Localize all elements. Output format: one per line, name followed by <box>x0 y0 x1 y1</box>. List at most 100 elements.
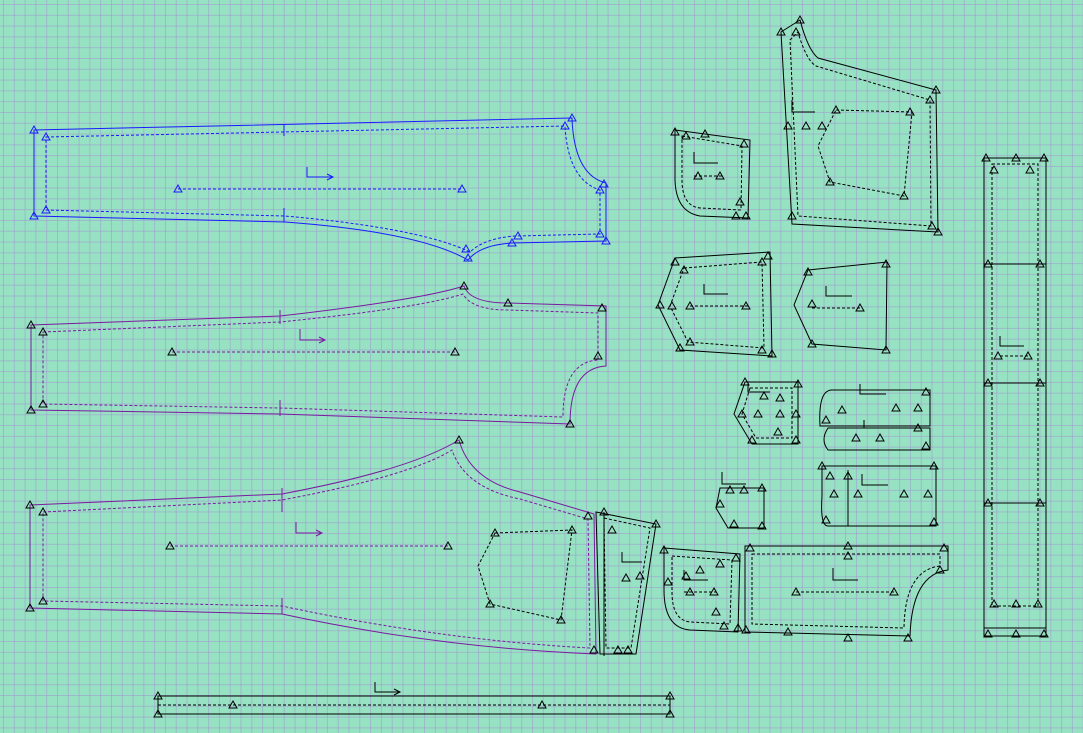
piece-pocket-bag-2[interactable] <box>793 261 888 351</box>
notch-triangle[interactable] <box>38 595 48 605</box>
notch-triangle[interactable] <box>537 699 547 709</box>
notch-triangle[interactable] <box>881 344 891 354</box>
notch-triangle[interactable] <box>685 300 695 310</box>
notch-triangle[interactable] <box>709 586 719 596</box>
notch-triangle[interactable] <box>989 598 999 608</box>
notch-triangle[interactable] <box>931 84 941 94</box>
notch-triangle[interactable] <box>733 622 743 632</box>
notch-triangle[interactable] <box>601 235 611 245</box>
piece-pocket-1[interactable] <box>674 129 751 219</box>
notch-triangle[interactable] <box>454 434 464 444</box>
notch-triangle[interactable] <box>939 542 949 552</box>
notch-triangle[interactable] <box>793 378 803 388</box>
notch-triangle[interactable] <box>983 628 993 638</box>
notch-triangle[interactable] <box>665 690 675 700</box>
piece-yoke[interactable] <box>780 19 939 233</box>
notch-triangle[interactable] <box>1023 350 1033 360</box>
notch-triangle[interactable] <box>695 564 705 574</box>
notch-triangle[interactable] <box>457 183 467 193</box>
notch-triangle[interactable] <box>228 699 238 709</box>
notch-triangle[interactable] <box>757 344 767 354</box>
notch-triangle[interactable] <box>621 572 631 582</box>
notch-triangle[interactable] <box>881 258 891 268</box>
notch-triangle[interactable] <box>843 550 853 560</box>
notch-triangle[interactable] <box>1033 598 1043 608</box>
notch-triangle[interactable] <box>623 644 633 654</box>
notch-triangle[interactable] <box>729 518 739 528</box>
notch-triangle[interactable] <box>597 302 607 312</box>
notch-triangle[interactable] <box>783 120 793 130</box>
notch-triangle[interactable] <box>153 708 163 718</box>
notch-triangle[interactable] <box>747 434 757 444</box>
notch-triangle[interactable] <box>1035 258 1045 268</box>
notch-triangle[interactable] <box>787 210 797 220</box>
notch-triangle[interactable] <box>450 346 460 356</box>
notch-triangle[interactable] <box>1039 628 1049 638</box>
notch-triangle[interactable] <box>791 26 801 36</box>
notch-triangle[interactable] <box>715 498 725 508</box>
notch-triangle[interactable] <box>607 524 617 534</box>
notch-triangle[interactable] <box>933 226 943 236</box>
notch-triangle[interactable] <box>741 300 751 310</box>
notch-triangle[interactable] <box>459 280 469 290</box>
notch-triangle[interactable] <box>173 183 183 193</box>
notch-triangle[interactable] <box>719 620 729 630</box>
notch-triangle[interactable] <box>791 408 801 418</box>
notch-triangle[interactable] <box>693 170 703 180</box>
notch-triangle[interactable] <box>776 26 786 36</box>
notch-triangle[interactable] <box>38 506 48 516</box>
notch-triangle[interactable] <box>1039 152 1049 162</box>
notch-triangle[interactable] <box>773 426 783 436</box>
notch-triangle[interactable] <box>583 510 593 520</box>
notch-triangle[interactable] <box>803 266 813 276</box>
notch-triangle[interactable] <box>899 190 909 200</box>
piece-fly-1[interactable] <box>663 547 741 633</box>
notch-triangle[interactable] <box>791 586 801 596</box>
notch-triangle[interactable] <box>923 488 933 498</box>
notch-triangle[interactable] <box>29 124 39 134</box>
notch-triangle[interactable] <box>685 586 695 596</box>
notch-triangle[interactable] <box>741 210 751 220</box>
notch-triangle[interactable] <box>913 422 923 432</box>
notch-triangle[interactable] <box>503 297 513 307</box>
notch-triangle[interactable] <box>1011 598 1021 608</box>
piece-small-8[interactable] <box>821 465 937 527</box>
piece-back-leg-lower[interactable] <box>29 439 597 655</box>
notch-triangle[interactable] <box>763 250 773 260</box>
notch-triangle[interactable] <box>715 170 725 180</box>
notch-triangle[interactable] <box>679 264 689 274</box>
notch-triangle[interactable] <box>801 120 811 130</box>
notch-triangle[interactable] <box>670 126 680 136</box>
notch-triangle[interactable] <box>775 392 785 402</box>
notch-triangle[interactable] <box>26 404 36 414</box>
notch-triangle[interactable] <box>821 414 831 424</box>
notch-triangle[interactable] <box>38 326 48 336</box>
notch-triangle[interactable] <box>741 624 751 634</box>
notch-triangle[interactable] <box>599 506 609 516</box>
notch-triangle[interactable] <box>685 336 695 346</box>
notch-triangle[interactable] <box>463 252 473 262</box>
notch-triangle[interactable] <box>490 527 500 537</box>
notch-triangle[interactable] <box>655 299 665 309</box>
piece-front-leg-selected[interactable] <box>33 117 607 261</box>
notch-triangle[interactable] <box>843 540 853 550</box>
piece-long-belt-strip[interactable] <box>983 157 1047 637</box>
notch-triangle[interactable] <box>165 540 175 550</box>
notch-triangle[interactable] <box>903 632 913 642</box>
notch-triangle[interactable] <box>565 418 575 428</box>
notch-triangle[interactable] <box>1035 377 1045 387</box>
notch-triangle[interactable] <box>513 230 523 240</box>
notch-triangle[interactable] <box>25 602 35 612</box>
notch-triangle[interactable] <box>899 488 909 498</box>
notch-triangle[interactable] <box>767 348 777 358</box>
notch-triangle[interactable] <box>29 210 39 220</box>
notch-triangle[interactable] <box>560 120 570 130</box>
notch-triangle[interactable] <box>745 542 755 552</box>
notch-triangle[interactable] <box>739 484 749 494</box>
notch-triangle[interactable] <box>783 626 793 636</box>
notch-triangle[interactable] <box>667 300 677 310</box>
notch-triangle[interactable] <box>775 408 785 418</box>
notch-triangle[interactable] <box>983 497 993 507</box>
notch-triangle[interactable] <box>507 237 517 247</box>
